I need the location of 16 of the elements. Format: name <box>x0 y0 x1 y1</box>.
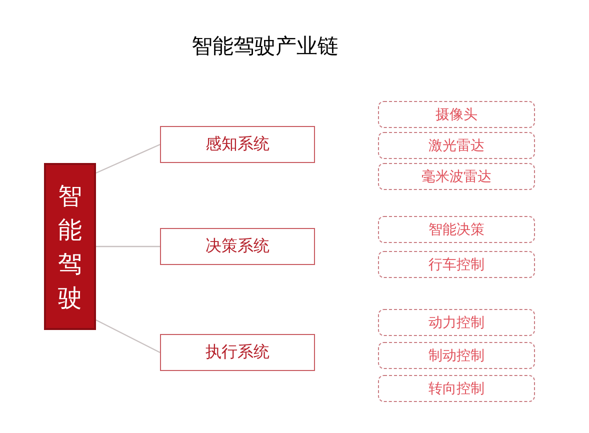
item-box: 智能决策 <box>378 216 535 243</box>
item-box: 激光雷达 <box>378 132 535 159</box>
item-box: 制动控制 <box>378 342 535 369</box>
system-box: 执行系统 <box>160 334 315 371</box>
connector-line <box>96 319 160 354</box>
system-box: 决策系统 <box>160 228 315 265</box>
root-box: 智能驾驶 <box>44 163 96 330</box>
item-box: 摄像头 <box>378 101 535 128</box>
connector-line <box>96 246 160 248</box>
item-box: 动力控制 <box>378 309 535 336</box>
title: 智能驾驶产业链 <box>190 33 340 60</box>
item-box: 行车控制 <box>378 251 535 278</box>
system-box: 感知系统 <box>160 126 315 163</box>
item-box: 毫米波雷达 <box>378 163 535 190</box>
item-box: 转向控制 <box>378 375 535 402</box>
connector-line <box>96 144 160 174</box>
